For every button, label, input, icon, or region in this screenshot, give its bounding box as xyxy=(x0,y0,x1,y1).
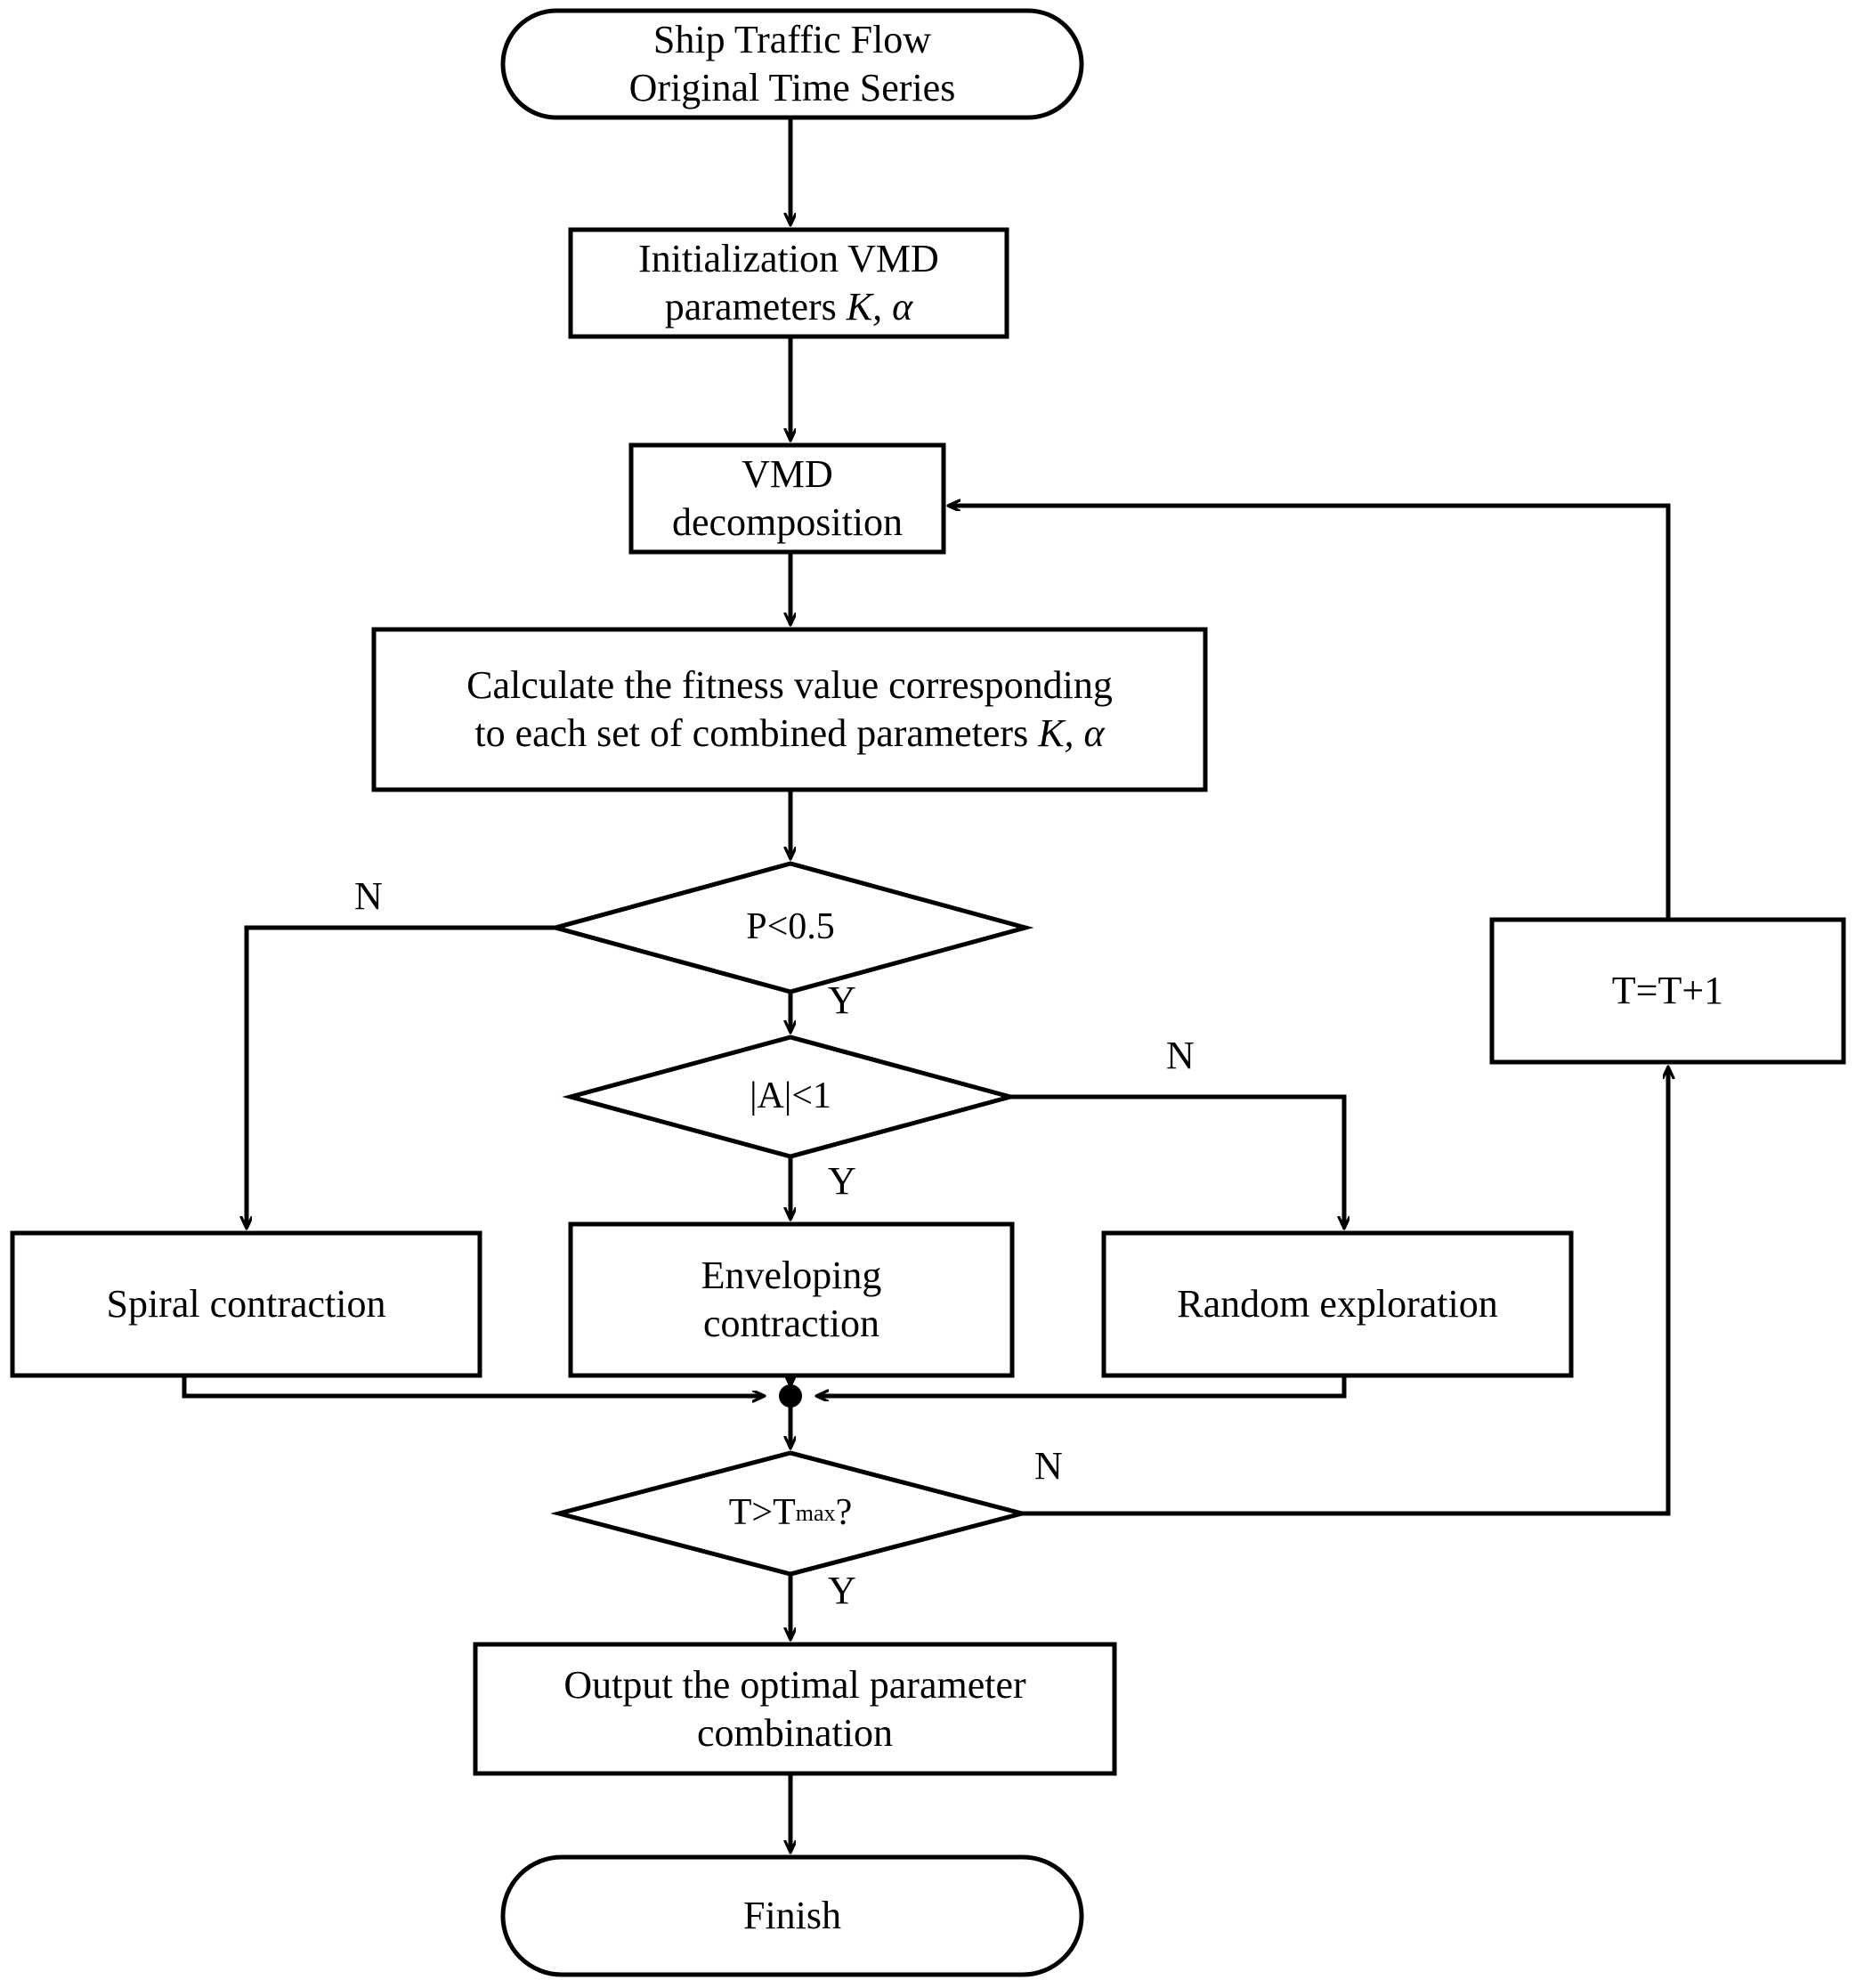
edge-label-tmax-yes: Y xyxy=(828,1569,856,1612)
node-shape-finish xyxy=(500,1854,1084,1977)
node-shape-init xyxy=(568,227,1009,339)
edge-a-no-to-random xyxy=(1010,1094,1344,1228)
edge-p-no-to-spiral xyxy=(247,925,555,1228)
node-shape-output xyxy=(473,1642,1117,1776)
node-shape-random xyxy=(1101,1230,1574,1378)
node-shape-start xyxy=(500,8,1084,120)
edge-label-p-yes: Y xyxy=(828,978,856,1022)
node-shape-vmd xyxy=(628,442,946,555)
edge-label-p-no: N xyxy=(354,874,383,918)
edge-spiral-to-merge xyxy=(182,1375,764,1396)
node-shape-t-inc xyxy=(1489,917,1846,1065)
node-shape-fitness xyxy=(371,627,1208,792)
edge-tmax-no-to-tinc xyxy=(1022,1067,1668,1516)
node-shape-p-lt-05 xyxy=(547,861,1034,994)
node-shape-spiral xyxy=(10,1230,482,1378)
edge-label-a-no: N xyxy=(1166,1034,1195,1077)
node-shape-abs-a-lt-1 xyxy=(562,1035,1019,1159)
edge-label-tmax-no: N xyxy=(1034,1444,1063,1488)
edge-label-a-yes: Y xyxy=(828,1159,856,1203)
edge-random-to-merge xyxy=(817,1375,1347,1396)
node-shape-t-gt-tmax xyxy=(550,1450,1031,1577)
edge-tinc-to-vmd xyxy=(949,506,1671,920)
node-shape-envelop xyxy=(568,1221,1015,1378)
